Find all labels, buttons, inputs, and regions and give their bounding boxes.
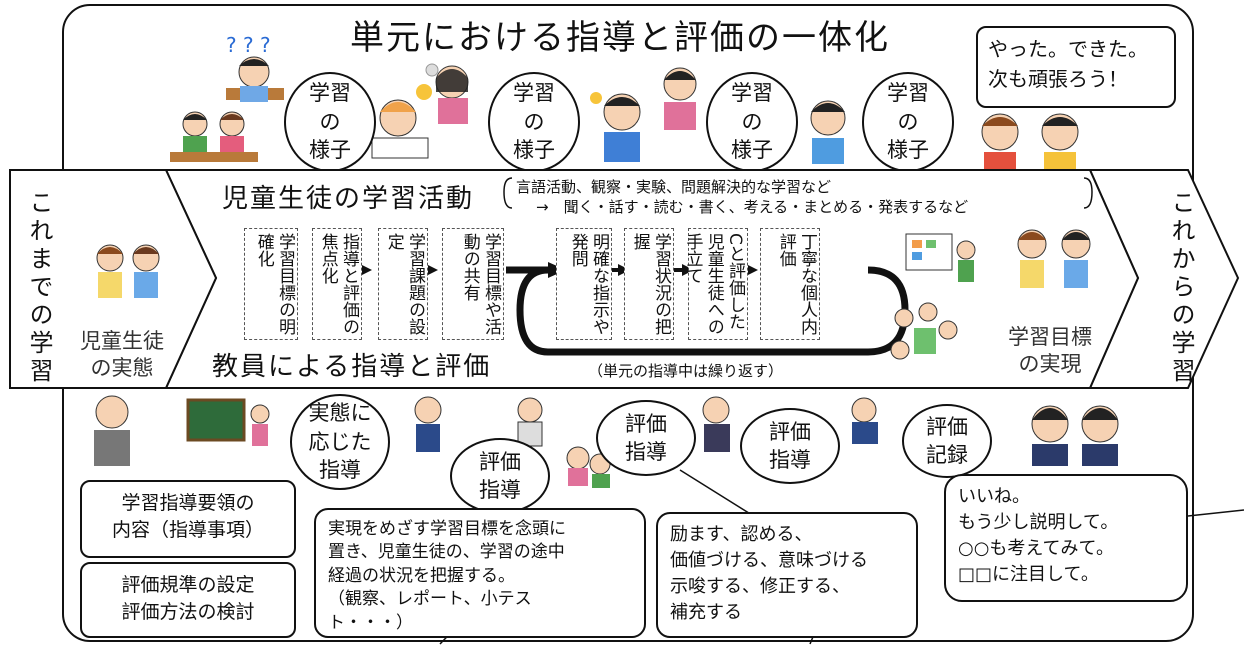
feedback-box: いいね。 もう少し説明して。 ○○も考えてみて。 □□に注目して。 — [944, 474, 1188, 602]
step-individual-eval: 丁寧な個人内評価 — [760, 228, 820, 340]
two-teachers-icon — [1031, 405, 1119, 466]
repeat-note: （単元の指導中は繰り返す） — [588, 362, 784, 380]
activity-note-2: → 聞く・話す・読む・書く、考える・まとめる・発表するなど — [536, 198, 969, 216]
reading-girl-icon — [371, 84, 432, 159]
top-speech-box: やった。できた。 次も頑張ろう！ — [976, 26, 1176, 108]
criteria-box: 評価規準の設定 評価方法の検討 — [80, 562, 296, 638]
cheering-kids-icon — [981, 113, 1079, 172]
previous-learning-label: これまでの学習 — [25, 190, 53, 386]
teacher-with-child-icon — [566, 446, 611, 488]
eval-guidance-bubble-3: 評価 指導 — [740, 408, 840, 484]
step-task-setting: 学習課題の設定 — [378, 228, 428, 340]
board-teacher-icon — [905, 233, 976, 282]
principal-icon — [94, 395, 130, 466]
goal-achievement-label: 学習目標 の実現 — [1008, 325, 1092, 377]
chalkboard-icon — [186, 398, 270, 446]
kids-left-icon — [96, 244, 160, 298]
eval-guidance-bubble-1: 評価 指導 — [450, 438, 550, 514]
learning-state-bubble-3: 学習 の 様子 — [706, 72, 798, 172]
group-students-icon — [890, 302, 958, 360]
step-focus: 指導と評価の焦点化 — [312, 228, 362, 340]
repeat-loop-arrow — [506, 266, 909, 356]
diagram-title: 単元における指導と評価の一体化 — [350, 18, 890, 58]
teacher-thumbsup-icon — [414, 396, 442, 452]
activity-note-1: 言語活動、観察・実験、問題解決的な学習など — [516, 178, 832, 196]
kids-right-icon — [1017, 229, 1091, 288]
determined-boy-icon — [810, 100, 846, 164]
thinking-girl-icon — [425, 63, 469, 124]
top-speech-text: やった。できた。 次も頑張ろう！ — [988, 37, 1148, 91]
step-share-goals: 学習目標や活動の共有 — [442, 228, 504, 340]
repeat-note-text: 単元の指導中は繰り返す — [603, 362, 769, 380]
confused-student-icon: ? ? ? — [226, 33, 284, 102]
teacher-at-desk-icon — [851, 397, 878, 444]
support-box: 励ます、認める、 価値づける、意味づける 示唆する、修正する、 補充する — [656, 512, 918, 638]
teacher-eval-label: 教員による指導と評価 — [212, 352, 492, 382]
eval-record-bubble: 評価 記録 — [902, 404, 992, 478]
female-teacher-icon — [702, 396, 730, 452]
step-grasp-status: 学習状況の把握 — [624, 228, 674, 340]
step-clear-instruction: 明確な指示や発問 — [556, 228, 612, 340]
student-activity-title: 児童生徒の学習活動 — [222, 184, 475, 214]
students-writing-icon — [170, 111, 258, 162]
eval-guidance-bubble-2: 評価 指導 — [596, 400, 696, 476]
learning-state-bubble-4: 学習 の 様子 — [862, 72, 954, 172]
idea-boy-icon — [590, 92, 641, 162]
student-state-label: 児童生徒 の実態 — [80, 329, 164, 381]
step-goal-clarify: 学習目標の明確化 — [244, 228, 298, 340]
teacher-glasses-icon — [517, 397, 543, 447]
curriculum-box: 学習指導要領の 内容（指導事項） — [80, 480, 296, 558]
svg-text:? ? ?: ? ? ? — [226, 33, 271, 57]
girl-pink-icon — [663, 67, 697, 130]
guidance-bubble: 実態に 応じた 指導 — [290, 394, 390, 490]
learning-state-bubble-1: 学習 の 様子 — [284, 72, 376, 172]
future-learning-label: これからの学習 — [1167, 190, 1195, 386]
step-support-c: Cと評価した児童生徒への手立て — [683, 228, 748, 340]
status-grasp-box: 実現をめざす学習目標を念頭に 置き、児童生徒の、学習の途中 経過の状況を把握する… — [314, 508, 646, 638]
